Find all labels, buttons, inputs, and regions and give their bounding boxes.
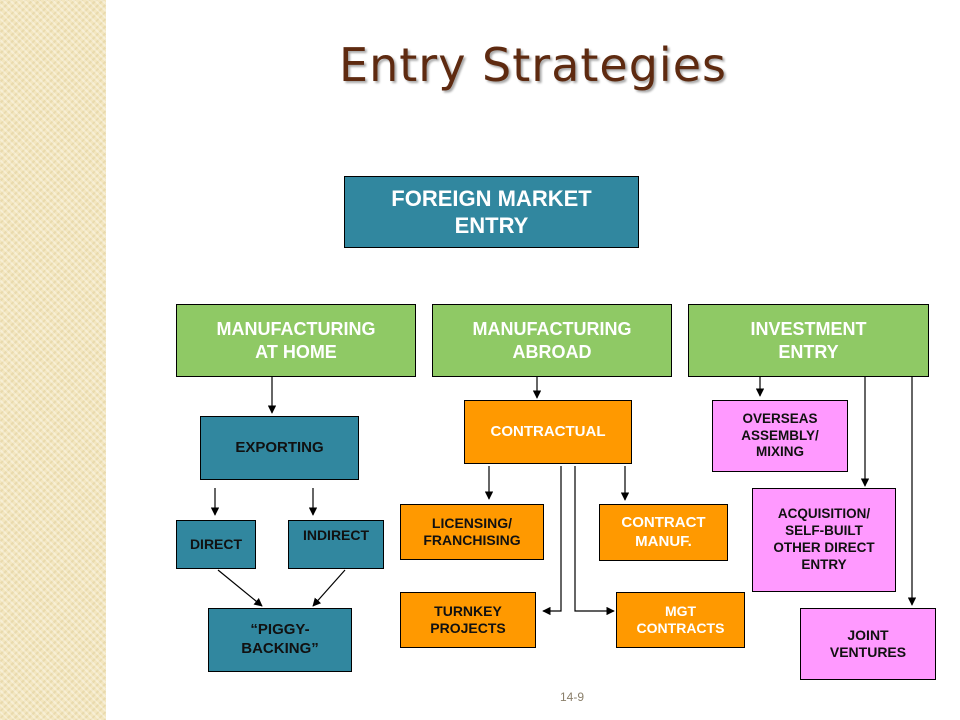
piggy-backing-box: “PIGGY- BACKING” [208,608,352,672]
arrow-indirect-piggy [312,569,346,607]
mgt-contracts-box: MGT CONTRACTS [616,592,745,648]
manufacturing-abroad-box: MANUFACTURING ABROAD [432,304,672,377]
page-number: 14-9 [560,690,585,704]
arrow-contractual-mgt [574,466,615,616]
investment-entry-box: INVESTMENT ENTRY [688,304,929,377]
indirect-box: INDIRECT [288,520,384,569]
manufacturing-at-home-box: MANUFACTURING AT HOME [176,304,416,377]
licensing-franchising-box: LICENSING/ FRANCHISING [400,504,544,560]
exporting-box: EXPORTING [200,416,359,480]
overseas-assembly-box: OVERSEAS ASSEMBLY/ MIXING [712,400,848,472]
page-title: Entry Strategies [339,38,727,92]
arrow-direct-piggy [217,569,263,607]
decorative-sidebar [0,0,106,720]
contract-manuf-box: CONTRACT MANUF. [599,504,728,561]
turnkey-projects-box: TURNKEY PROJECTS [400,592,536,648]
foreign-market-entry-box: FOREIGN MARKET ENTRY [344,176,639,248]
contractual-box: CONTRACTUAL [464,400,632,464]
joint-ventures-box: JOINT VENTURES [800,608,936,680]
direct-box: DIRECT [176,520,256,569]
arrow-contractual-turnkey [542,466,562,616]
acquisition-box: ACQUISITION/ SELF-BUILT OTHER DIRECT ENT… [752,488,896,592]
